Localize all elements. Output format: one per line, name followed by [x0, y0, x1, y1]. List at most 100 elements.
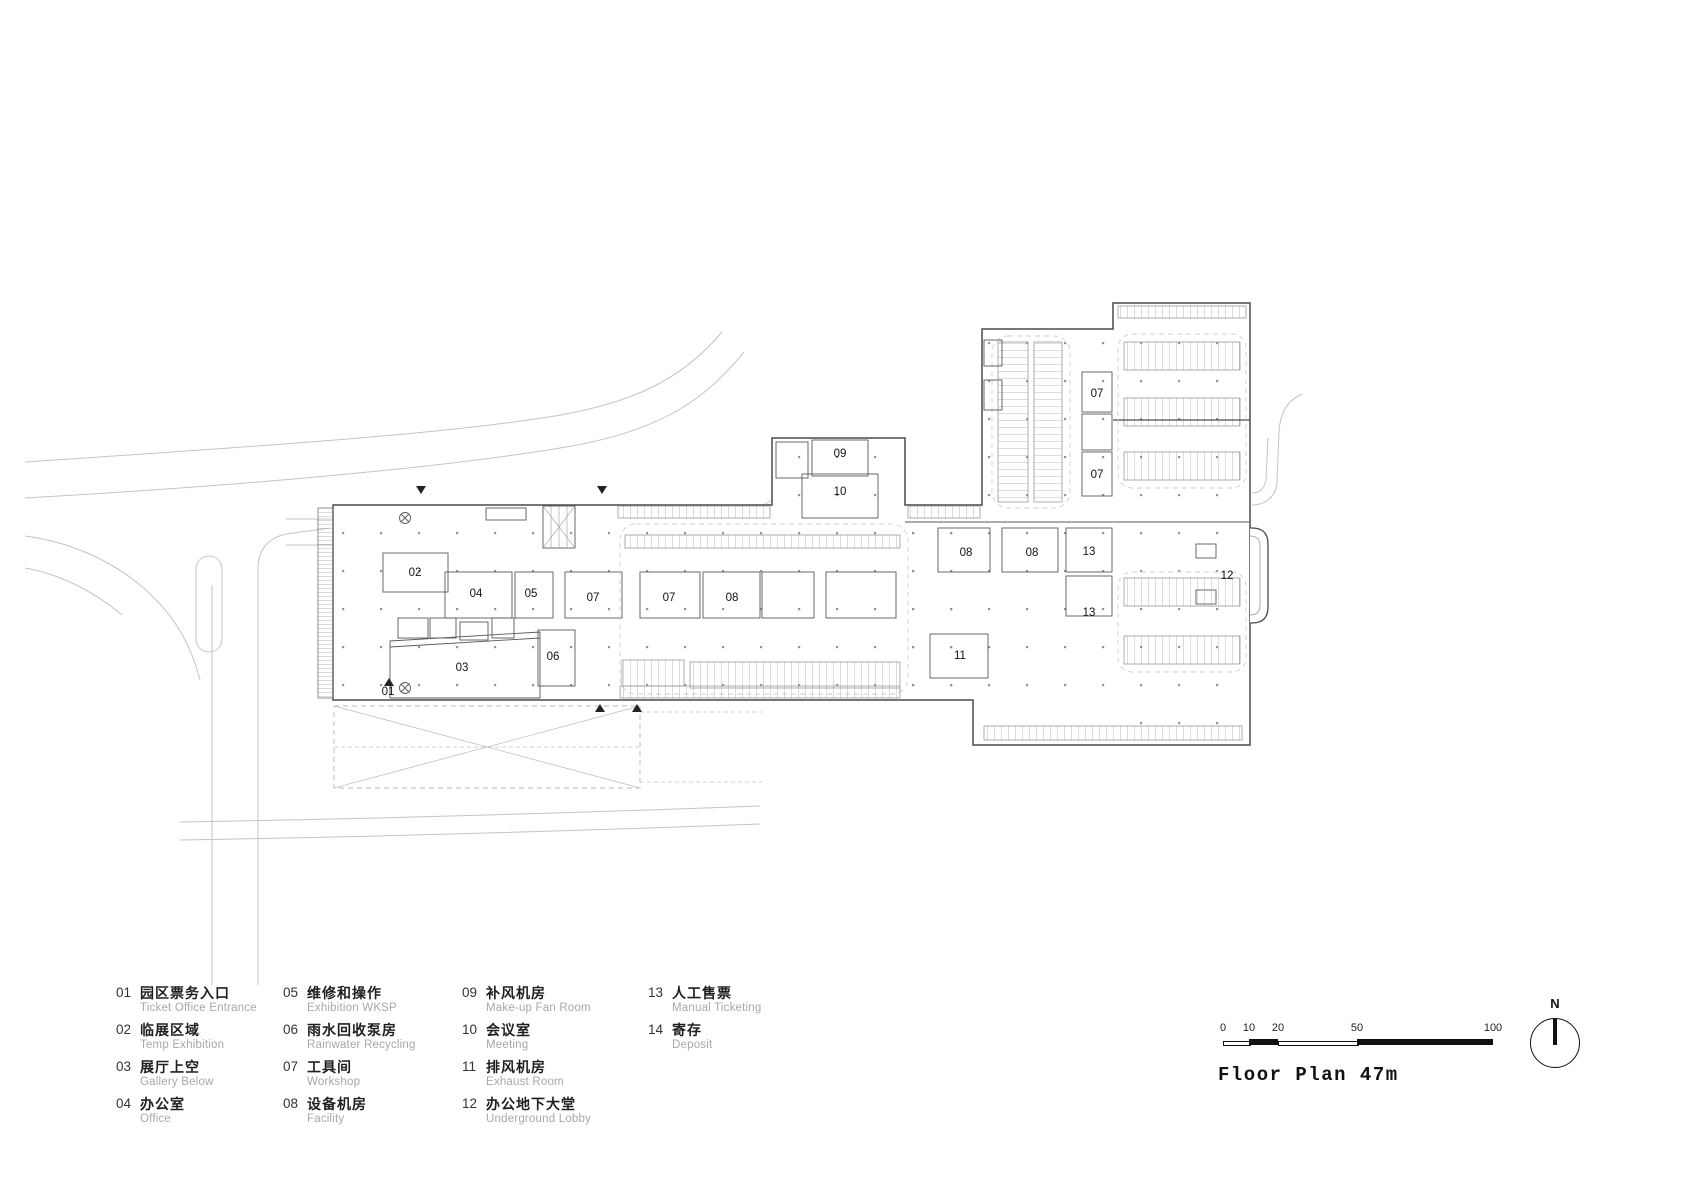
legend-en: Rainwater Recycling — [307, 1039, 416, 1051]
legend-zh: 办公室 — [140, 1096, 185, 1112]
highway-curve-lower — [24, 351, 745, 499]
stall-strip — [1117, 305, 1247, 319]
legend-num: 04 — [116, 1096, 132, 1111]
stall-strip — [617, 505, 771, 519]
scale-seg-white-1 — [1223, 1041, 1251, 1046]
legend-en: Manual Ticketing — [672, 1002, 762, 1014]
legend-zh: 设备机房 — [307, 1096, 367, 1112]
plan-label-09: 09 — [834, 448, 847, 460]
room-10 — [801, 473, 879, 519]
plan-label-05: 05 — [525, 588, 538, 600]
right-ramp-hook-1 — [1251, 393, 1303, 506]
highway-branch-2 — [24, 567, 123, 616]
highway-branch — [24, 535, 201, 681]
plan-label-03: 03 — [456, 662, 469, 674]
legend-num: 02 — [116, 1022, 132, 1037]
legend-en: Deposit — [672, 1039, 713, 1051]
legend-en: Underground Lobby — [486, 1113, 592, 1125]
scale-tick-50: 50 — [1350, 1022, 1364, 1034]
legend-num: 13 — [648, 985, 664, 1000]
stall-col — [997, 341, 1029, 503]
room-08-mid — [702, 571, 761, 619]
legend-num: 01 — [116, 985, 132, 1000]
plan-label-01: 01 — [382, 686, 395, 698]
scale-seg-white-2 — [1278, 1041, 1359, 1046]
legend-num: 08 — [283, 1096, 299, 1111]
lobby-bump-12 — [1250, 527, 1269, 624]
legend-zh: 寄存 — [672, 1022, 702, 1038]
plan-labels: 01 02 03 04 05 06 07 07 08 09 10 07 07 0… — [382, 388, 1234, 698]
room-05 — [514, 571, 554, 619]
legend-zh: 补风机房 — [486, 985, 546, 1001]
plan-label-13-lower: 13 — [1083, 607, 1096, 619]
legend-num: 10 — [462, 1022, 478, 1037]
scale-tick-0: 0 — [1219, 1022, 1227, 1034]
stall-strip — [907, 505, 981, 519]
legend-num: 03 — [116, 1059, 132, 1074]
right-block — [619, 305, 1250, 741]
room-04 — [444, 571, 513, 619]
right-ramp-hook-2 — [1251, 437, 1269, 494]
ramp-island — [195, 555, 223, 653]
legend-column-3: 09 补风机房 Make-up Fan Room 10 会议室 Meeting … — [462, 985, 591, 1133]
legend-zh: 人工售票 — [672, 985, 732, 1001]
legend-column-1: 01 园区票务入口 Ticket Office Entrance 02 临展区域… — [116, 985, 257, 1133]
room-11 — [929, 633, 989, 679]
plan-label-07-mid-b: 07 — [663, 592, 676, 604]
legend-zh: 雨水回收泵房 — [307, 1022, 397, 1038]
legend-num: 07 — [283, 1059, 299, 1074]
legend-en: Office — [140, 1113, 172, 1125]
shaft-symbols — [399, 512, 411, 694]
legend-column-4: 13 人工售票 Manual Ticketing 14 寄存 Deposit — [648, 985, 762, 1059]
legend-en: Exhibition WKSP — [307, 1002, 397, 1014]
drawing-title: Floor Plan 47m — [1218, 1064, 1399, 1086]
legend-zh: 会议室 — [486, 1022, 531, 1038]
plan-label-08-right-b: 08 — [1026, 547, 1039, 559]
legend-item-12: 12 办公地下大堂 Underground Lobby — [462, 1096, 591, 1126]
drive-lane — [1117, 571, 1247, 673]
scale-seg-black-2 — [1357, 1039, 1493, 1045]
lobby-bump-inner — [1249, 535, 1261, 616]
legend-item-11: 11 排风机房 Exhaust Room — [462, 1059, 591, 1089]
legend-item-10: 10 会议室 Meeting — [462, 1022, 591, 1052]
legend-zh: 排风机房 — [486, 1059, 546, 1075]
room-07-a — [564, 571, 623, 619]
stall-strip — [983, 725, 1243, 741]
plan-label-06: 06 — [547, 651, 560, 663]
room-02 — [382, 552, 449, 593]
legend-en: Ticket Office Entrance — [140, 1002, 257, 1014]
west-facade-hatch — [317, 507, 334, 699]
scale-tick-100: 100 — [1483, 1022, 1503, 1034]
hall-03 — [389, 631, 541, 699]
bottom-road-1 — [179, 805, 761, 823]
entry-arrow-up — [632, 704, 642, 712]
plan-label-11: 11 — [954, 650, 966, 662]
plan-label-07-top-b: 07 — [1091, 469, 1104, 481]
room-07-top — [1081, 371, 1113, 413]
legend-zh: 工具间 — [307, 1059, 352, 1075]
plan-label-07-top-a: 07 — [1091, 388, 1104, 400]
scale-seg-black-1 — [1249, 1039, 1278, 1045]
stall-row — [1123, 451, 1241, 481]
north-label: N — [1550, 996, 1560, 1011]
entry-arrow-down — [597, 486, 607, 494]
legend-en: Make-up Fan Room — [486, 1002, 591, 1014]
legend-en: Workshop — [307, 1076, 361, 1088]
stall-row — [1123, 635, 1241, 665]
hall-03-topline — [389, 637, 541, 648]
legend-num: 12 — [462, 1096, 478, 1111]
plan-label-08-right-a: 08 — [960, 547, 973, 559]
plan-label-07-mid-a: 07 — [587, 592, 600, 604]
plan-label-12: 12 — [1221, 570, 1234, 582]
legend-num: 06 — [283, 1022, 299, 1037]
plan-label-04: 04 — [470, 588, 483, 600]
legend-en: Gallery Below — [140, 1076, 214, 1088]
legend-num: 14 — [648, 1022, 664, 1037]
stall-row — [621, 659, 685, 687]
legend-en: Temp Exhibition — [140, 1039, 225, 1051]
stall-col — [1033, 341, 1063, 503]
legend-item-13: 13 人工售票 Manual Ticketing — [648, 985, 762, 1015]
west-block-rooms — [382, 505, 576, 699]
room-09 — [811, 439, 869, 477]
plan-label-08-mid: 08 — [726, 592, 739, 604]
